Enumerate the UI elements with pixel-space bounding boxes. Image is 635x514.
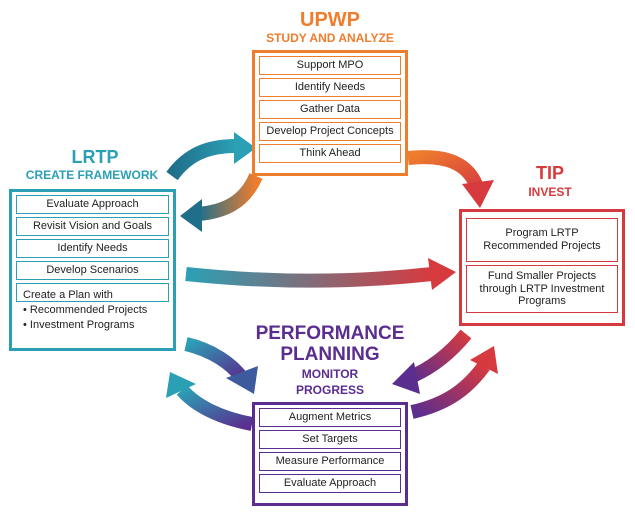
tip-box: Program LRTP Recommended Projects Fund S… [459, 209, 625, 326]
tip-item-line: through LRTP Investment [479, 282, 605, 295]
performance-item: Evaluate Approach [259, 474, 401, 493]
arrow-upwp-to-tip [407, 150, 494, 208]
lrtp-title: LRTP [71, 147, 119, 167]
performance-title-line2: PLANNING [280, 344, 380, 365]
upwp-item: Gather Data [259, 100, 401, 119]
upwp-item: Support MPO [259, 56, 401, 75]
lrtp-box: Evaluate Approach Revisit Vision and Goa… [9, 189, 176, 351]
lrtp-plan-bullet: • Recommended Projects [23, 303, 148, 316]
arrow-lrtp-to-performance [184, 337, 258, 394]
tip-item: Program LRTP Recommended Projects [466, 218, 618, 262]
performance-title-line1: PERFORMANCE [255, 323, 405, 344]
performance-subtitle-line2: PROGRESS [295, 383, 364, 397]
performance-item: Set Targets [259, 430, 401, 449]
lrtp-plan-bullet: • Investment Programs [23, 318, 135, 331]
lrtp-item: Revisit Vision and Goals [16, 217, 169, 236]
tip-item-line: Recommended Projects [483, 240, 601, 252]
tip-item: Fund Smaller Projects through LRTP Inves… [466, 265, 618, 313]
lrtp-item: Develop Scenarios [16, 261, 169, 280]
lrtp-item: Identify Needs [16, 239, 169, 258]
upwp-title: UPWP [300, 9, 360, 31]
upwp-item: Develop Project Concepts [259, 122, 401, 141]
lrtp-subtitle: CREATE FRAMEWORK [25, 168, 159, 182]
arrow-performance-to-lrtp [166, 372, 254, 431]
upwp-box: Support MPO Identify Needs Gather Data D… [252, 50, 408, 176]
upwp-item: Identify Needs [259, 78, 401, 97]
lrtp-plan: Create a Plan with • Recommended Project… [16, 283, 169, 331]
tip-item-line: Program LRTP [505, 227, 579, 240]
arrow-performance-to-tip [410, 346, 498, 419]
tip-item-line: Programs [518, 295, 566, 308]
arrow-upwp-to-lrtp [180, 172, 263, 232]
arrow-lrtp-to-upwp [166, 132, 256, 181]
arrow-tip-to-performance [392, 329, 472, 394]
lrtp-item: Evaluate Approach [16, 195, 169, 214]
performance-item: Measure Performance [259, 452, 401, 471]
tip-subtitle: INVEST [528, 185, 572, 199]
arrow-lrtp-to-tip [185, 258, 456, 290]
tip-item-line: Fund Smaller Projects [487, 270, 597, 283]
performance-subtitle-line1: MONITOR [301, 367, 359, 381]
tip-title: TIP [535, 163, 564, 183]
upwp-item: Think Ahead [259, 144, 401, 163]
upwp-subtitle: STUDY AND ANALYZE [266, 31, 394, 45]
performance-box: Augment Metrics Set Targets Measure Perf… [252, 402, 408, 506]
lrtp-plan-heading: Create a Plan with [23, 289, 113, 301]
performance-item: Augment Metrics [259, 408, 401, 427]
